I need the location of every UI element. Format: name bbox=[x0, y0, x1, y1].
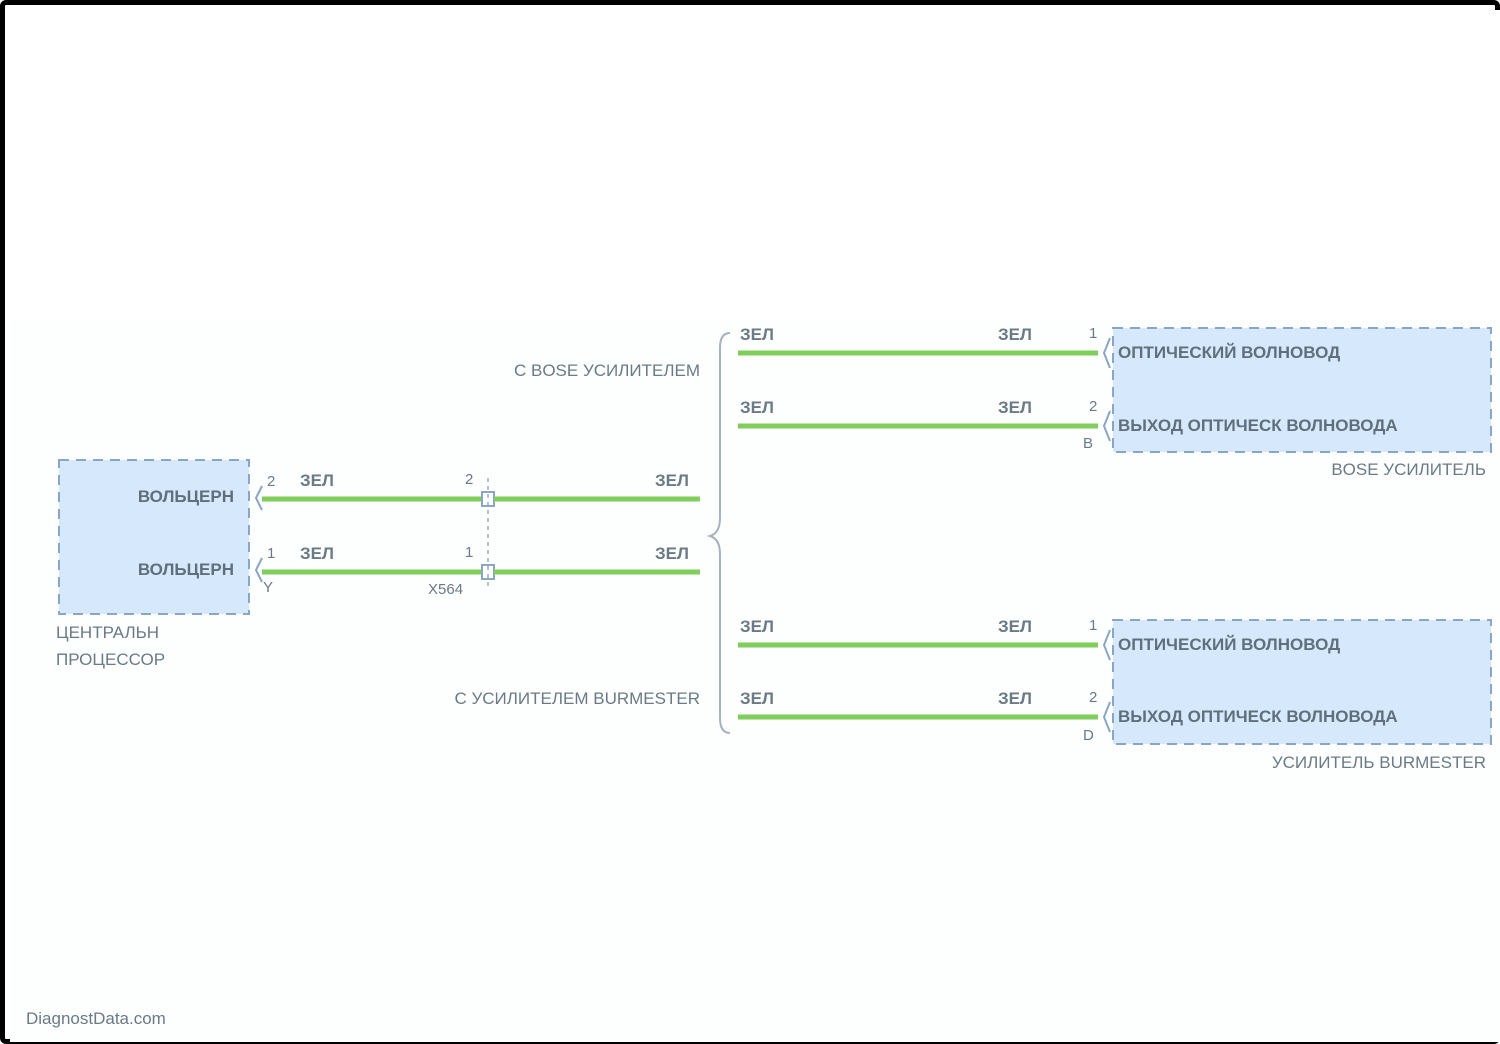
watermark-text: DiagnostData.com bbox=[26, 1009, 166, 1028]
cpu-caption-line1: ЦЕНТРАЛЬН bbox=[56, 623, 159, 642]
burmester-connector-code: D bbox=[1083, 727, 1094, 744]
burmester-connector-mark-1 bbox=[1104, 630, 1110, 660]
option-brace bbox=[710, 333, 730, 733]
wiring-diagram-svg: ВОЛЬЦЕРН ВОЛЬЦЕРН ЦЕНТРАЛЬН ПРОЦЕССОР 2 … bbox=[10, 318, 1500, 1042]
bose-connector-mark-1 bbox=[1104, 338, 1110, 368]
cpu-pin-number-1: 1 bbox=[267, 545, 275, 562]
bose-pin-number-2: 2 bbox=[1089, 398, 1097, 415]
wire-label-burmester-left-1: ЗЕЛ bbox=[740, 617, 774, 636]
burmester-pin-number-1: 1 bbox=[1089, 617, 1097, 634]
wire-label-bose-left-1: ЗЕЛ bbox=[740, 325, 774, 344]
wire-label-bose-left-2: ЗЕЛ bbox=[740, 398, 774, 417]
wire-label-burmester-left-2: ЗЕЛ bbox=[740, 689, 774, 708]
bose-pin-number-1: 1 bbox=[1089, 325, 1097, 342]
bose-connector-mark-2 bbox=[1104, 411, 1110, 441]
cpu-pin-number-2: 2 bbox=[267, 473, 275, 490]
bose-amplifier-name: BOSE УСИЛИТЕЛЬ bbox=[1331, 460, 1486, 479]
wire-label-splice-1: ЗЕЛ bbox=[655, 544, 689, 563]
cpu-pin-label-1: ВОЛЬЦЕРН bbox=[138, 560, 234, 579]
wire-label-splice-2: ЗЕЛ bbox=[655, 471, 689, 490]
wire-label-cpu-2: ЗЕЛ bbox=[300, 471, 334, 490]
bose-pin-label-1: ОПТИЧЕСКИЙ ВОЛНОВОД bbox=[1118, 343, 1340, 362]
cpu-connector-mark-2 bbox=[256, 486, 262, 510]
cpu-connector-mark-1 bbox=[256, 558, 262, 582]
inline-pin-number-1: 1 bbox=[465, 544, 473, 561]
burmester-pin-number-2: 2 bbox=[1089, 689, 1097, 706]
burmester-connector-mark-2 bbox=[1104, 702, 1110, 732]
bose-connector-code: B bbox=[1083, 435, 1093, 452]
blank-header-area bbox=[10, 10, 1500, 318]
wire-label-bose-right-2: ЗЕЛ bbox=[998, 398, 1032, 417]
wire-label-burmester-right-2: ЗЕЛ bbox=[998, 689, 1032, 708]
wire-label-cpu-1: ЗЕЛ bbox=[300, 544, 334, 563]
branch-bose-label: С BOSE УСИЛИТЕЛЕМ bbox=[514, 361, 700, 380]
cpu-caption-line2: ПРОЦЕССОР bbox=[56, 650, 165, 669]
wiring-diagram: ВОЛЬЦЕРН ВОЛЬЦЕРН ЦЕНТРАЛЬН ПРОЦЕССОР 2 … bbox=[10, 318, 1500, 1042]
wire-label-burmester-right-1: ЗЕЛ bbox=[998, 617, 1032, 636]
inline-pin-number-2: 2 bbox=[465, 471, 473, 488]
central-processor-module bbox=[59, 460, 249, 614]
bose-pin-label-2: ВЫХОД ОПТИЧЕСК ВОЛНОВОДА bbox=[1118, 416, 1398, 435]
burmester-amplifier-name: УСИЛИТЕЛЬ BURMESTER bbox=[1272, 753, 1486, 772]
cpu-pin-label-2: ВОЛЬЦЕРН bbox=[138, 487, 234, 506]
inline-connector-code: X564 bbox=[428, 581, 463, 598]
wire-label-bose-right-1: ЗЕЛ bbox=[998, 325, 1032, 344]
branch-burmester-label: С УСИЛИТЕЛЕМ BURMESTER bbox=[454, 689, 700, 708]
cpu-pin-suffix: Y bbox=[263, 579, 273, 596]
burmester-pin-label-2: ВЫХОД ОПТИЧЕСК ВОЛНОВОДА bbox=[1118, 707, 1398, 726]
burmester-pin-label-1: ОПТИЧЕСКИЙ ВОЛНОВОД bbox=[1118, 635, 1340, 654]
